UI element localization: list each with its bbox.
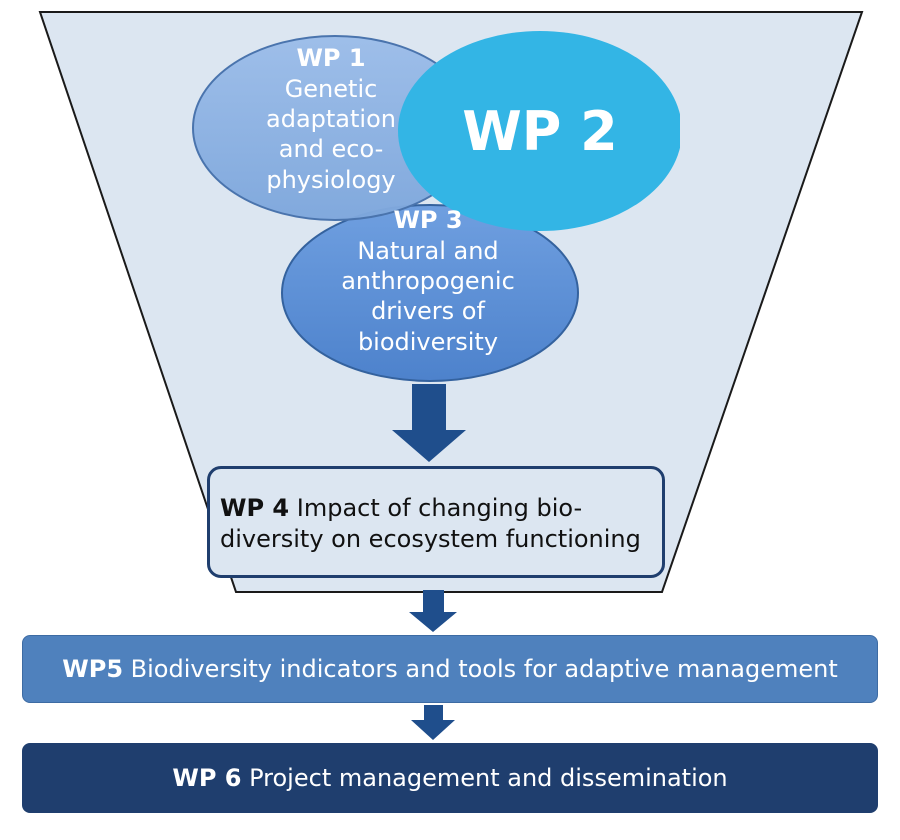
arrow-wp4-to-wp5 (409, 590, 457, 632)
wp3-line-4: biodiversity (358, 328, 498, 356)
wp6-heading: WP 6 (172, 764, 242, 792)
wp1-heading: WP 1 (296, 44, 365, 72)
wp3-line-2: anthropogenic (341, 267, 515, 295)
wp4-text-line-2: diversity on ecosystem functioning (220, 525, 641, 553)
wp4-heading: WP 4 (220, 494, 290, 522)
wp3-ellipse[interactable] (281, 204, 579, 382)
wp1-line-2: adaptation (266, 105, 396, 133)
wp5-heading: WP5 (62, 655, 124, 683)
wp3-heading: WP 3 (393, 206, 462, 234)
wp6-box[interactable]: WP 6 Project management and disseminatio… (22, 743, 878, 813)
wp3-line-3: drivers of (371, 297, 485, 325)
arrow-wp3-to-wp4 (392, 384, 466, 462)
wp6-text: Project management and dissemination (249, 764, 728, 792)
wp2-ellipse[interactable] (398, 31, 682, 231)
wp1-line-1: Genetic (285, 75, 378, 103)
wp1-line-3: and eco- (279, 135, 384, 163)
wp4-box[interactable]: WP 4 Impact of changing bio- diversity o… (207, 466, 665, 578)
wp4-text-line-1: Impact of changing bio- (296, 494, 583, 522)
wp5-box[interactable]: WP5 Biodiversity indicators and tools fo… (22, 635, 878, 703)
wp1-line-4: physiology (266, 166, 395, 194)
wp2-heading: WP 2 (462, 100, 618, 163)
wp5-text: Biodiversity indicators and tools for ad… (130, 655, 838, 683)
wp4-text: WP 4 Impact of changing bio- diversity o… (220, 493, 641, 555)
wp3-line-1: Natural and (357, 237, 498, 265)
arrow-wp5-to-wp6 (411, 705, 455, 740)
